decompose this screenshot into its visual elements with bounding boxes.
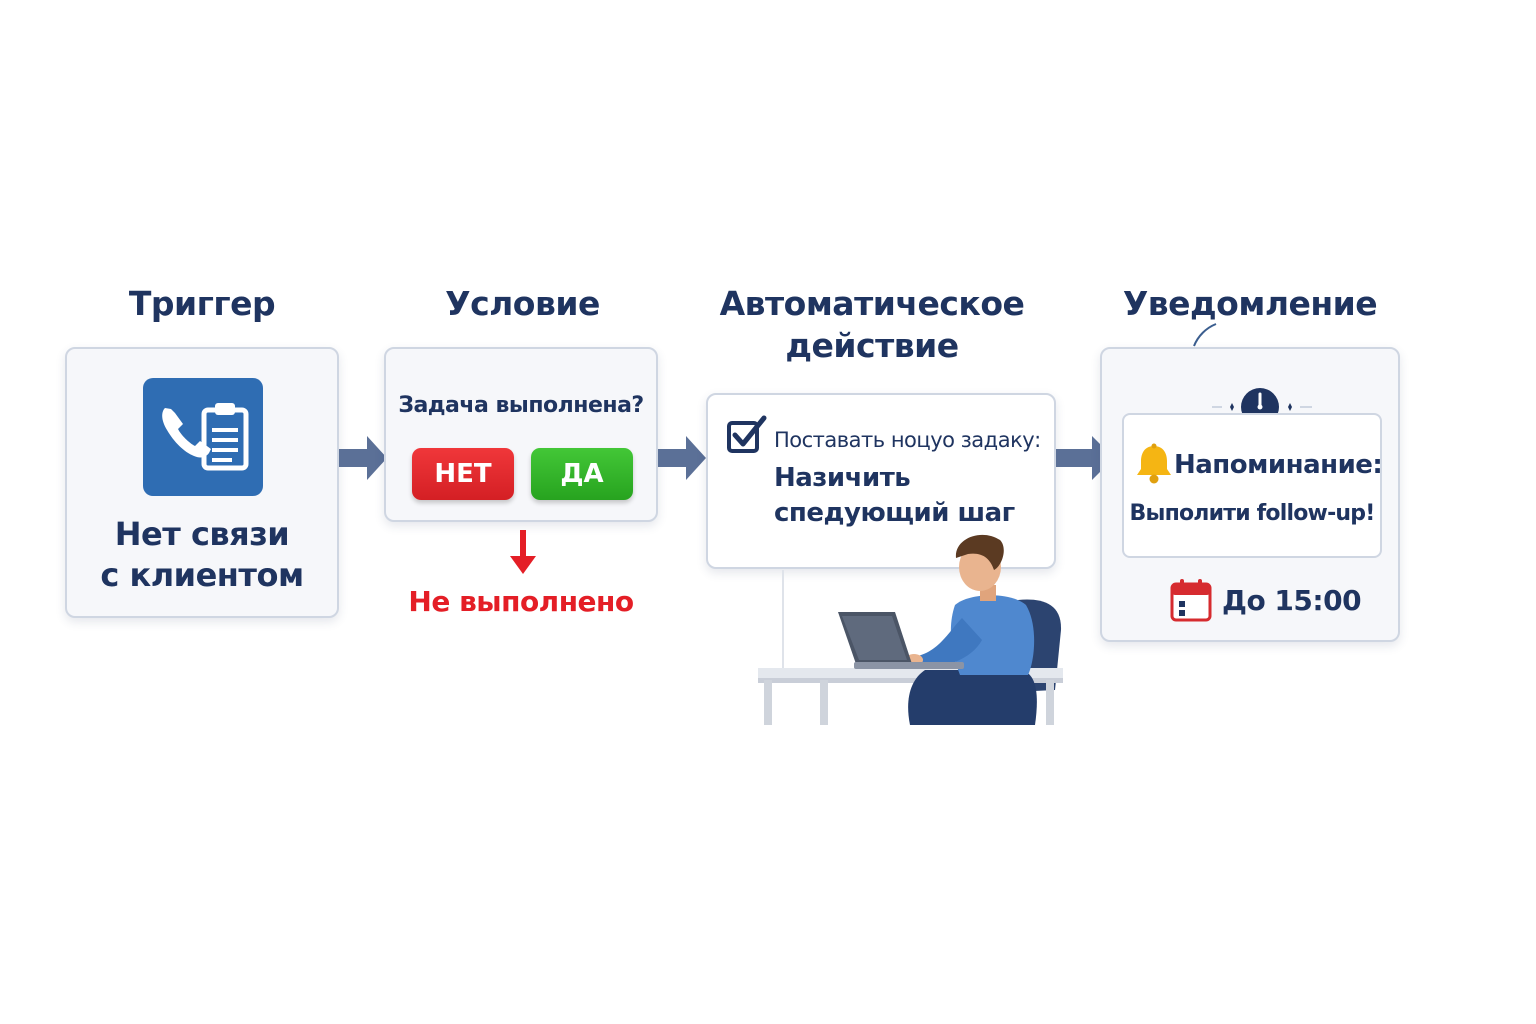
action-heading-line1: Автоматическое (719, 284, 1025, 323)
reminder-title: Напоминание: (1174, 450, 1383, 480)
notification-card: Напоминание: Выполити follow-up! До 15:0… (1100, 347, 1400, 642)
trigger-text-line1: Нет связи (114, 515, 290, 553)
condition-heading: Условие (445, 284, 600, 323)
trigger-heading: Триггер (128, 284, 276, 323)
action-text-line2: Назичить (774, 463, 911, 493)
notification-heading: Уведомление (1122, 284, 1378, 323)
heading-connector (1193, 323, 1217, 347)
deadline-text: До 15:00 (1222, 584, 1362, 617)
condition-question: Задача выполнена? (398, 393, 644, 418)
reminder-text: Выполити follow-up! (1129, 501, 1376, 526)
down-arrow-icon (510, 530, 536, 574)
flow-arrow-1 (339, 436, 387, 480)
trigger-card: Нет связи с клиентом (65, 347, 339, 618)
condition-card: Задача выполнена? НЕТ ДА (384, 347, 658, 522)
bell-icon (1137, 443, 1171, 484)
action-text-line1: Поставать ноцуо задаку: (774, 428, 1041, 452)
action-text-line3: спедующий шаг (774, 498, 1015, 528)
trigger-text-line2: с клиентом (100, 556, 304, 594)
action-heading-line2: действие (785, 326, 959, 365)
calendar-icon (1170, 579, 1212, 622)
reminder-box: Напоминание: Выполити follow-up! (1122, 413, 1383, 558)
no-button[interactable]: НЕТ (412, 448, 514, 500)
person-at-laptop-illustration (758, 534, 1063, 725)
yes-button[interactable]: ДА (531, 448, 633, 500)
flow-arrow-2 (658, 436, 706, 480)
phone-icon (162, 408, 211, 458)
checkbox-icon (727, 415, 767, 453)
not-done-label: Не выполнено (408, 585, 634, 618)
phone-clipboard-icon-tile (143, 378, 263, 496)
clipboard-icon (201, 403, 249, 471)
